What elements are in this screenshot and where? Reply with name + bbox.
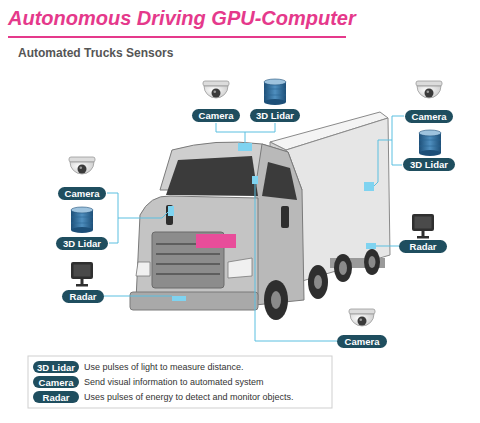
truck-cab <box>166 156 258 196</box>
sensor-label: Camera <box>337 335 387 348</box>
title-underline <box>8 36 346 38</box>
leader-line <box>104 296 172 297</box>
truck-cab <box>136 262 150 276</box>
sensor-marker <box>238 143 252 151</box>
sensor-name: 3D Lidar <box>37 362 75 373</box>
sensor-marker <box>252 176 258 184</box>
sensor-name: Camera <box>65 188 100 199</box>
truck-cab <box>228 258 252 278</box>
truck-cab <box>156 253 220 255</box>
sensor-marker <box>168 206 174 216</box>
subtitle: Automated Trucks Sensors <box>18 47 173 59</box>
sensor-name: Radar <box>410 241 437 252</box>
sensor-label: Radar <box>399 240 447 253</box>
sensor-label: Camera <box>405 110 453 123</box>
lidar-icon <box>71 79 441 233</box>
leader-line <box>118 212 168 218</box>
leader-line <box>245 132 246 143</box>
legend-key: Camera <box>33 376 79 388</box>
camera-icon <box>349 309 375 326</box>
leader-line <box>216 123 275 132</box>
sensor-name: 3D Lidar <box>410 159 448 170</box>
diagram-title: Autonomous Driving GPU-Computer <box>8 7 356 30</box>
leader-line <box>392 116 404 165</box>
truck-cab <box>156 263 220 265</box>
radar-icon <box>71 262 93 287</box>
leader-line <box>255 184 337 341</box>
truck-cab <box>264 280 288 320</box>
truck-cab <box>262 162 297 200</box>
sensor-label: 3D Lidar <box>56 237 108 250</box>
trailer <box>339 261 347 275</box>
truck-cab <box>166 205 173 225</box>
truck-cab <box>271 291 281 309</box>
camera-icon <box>69 81 442 326</box>
sensor-name: Camera <box>345 336 380 347</box>
leader-line <box>374 140 392 186</box>
legend-key: 3D Lidar <box>33 361 79 373</box>
legend-key: Radar <box>33 391 79 403</box>
sensor-name: Radar <box>70 291 97 302</box>
truck-cab <box>130 292 258 310</box>
sensor-name: Camera <box>199 110 234 121</box>
camera-icon <box>69 157 95 174</box>
leader-line <box>107 193 118 243</box>
legend-frame <box>28 356 332 408</box>
leader-line <box>104 116 404 341</box>
truck-cab <box>314 275 322 289</box>
sensor-label: 3D Lidar <box>403 158 455 171</box>
lidar-icon <box>419 130 441 156</box>
trailer <box>334 254 352 282</box>
sensor-name: Radar <box>43 392 70 403</box>
sensor-label: Camera <box>192 109 240 122</box>
sensor-marker <box>366 243 376 249</box>
sensor-marker <box>168 143 376 301</box>
camera-icon <box>416 81 442 98</box>
truck-cab <box>255 144 304 305</box>
sensor-marker <box>364 182 374 191</box>
truck-cab <box>156 273 220 275</box>
truck-cab <box>136 196 258 300</box>
sensor-label: 3D Lidar <box>250 109 300 122</box>
camera-icon <box>203 81 229 98</box>
sensor-name: Camera <box>39 377 74 388</box>
sensor-marker <box>196 234 236 248</box>
sensor-label: Camera <box>58 187 106 200</box>
sensor-name: Camera <box>412 111 447 122</box>
radar-icon <box>71 214 434 287</box>
sensor-name: 3D Lidar <box>256 110 294 121</box>
sensor-label: Radar <box>62 290 104 303</box>
truck-cab <box>130 142 328 320</box>
sensor-marker <box>172 296 186 301</box>
leader-line <box>376 246 399 247</box>
radar-icon <box>412 214 434 239</box>
sensor-name: 3D Lidar <box>63 238 101 249</box>
lidar-icon <box>71 207 93 233</box>
truck-cab <box>281 206 289 228</box>
lidar-icon <box>264 79 286 105</box>
legend-description: Send visual information to automated sys… <box>84 376 264 388</box>
legend-description: Uses pulses of energy to detect and moni… <box>84 391 294 403</box>
truck-cab <box>308 265 328 299</box>
legend-description: Use pulses of light to measure distance. <box>84 361 244 373</box>
trailer <box>364 249 380 275</box>
trailer <box>369 256 376 268</box>
